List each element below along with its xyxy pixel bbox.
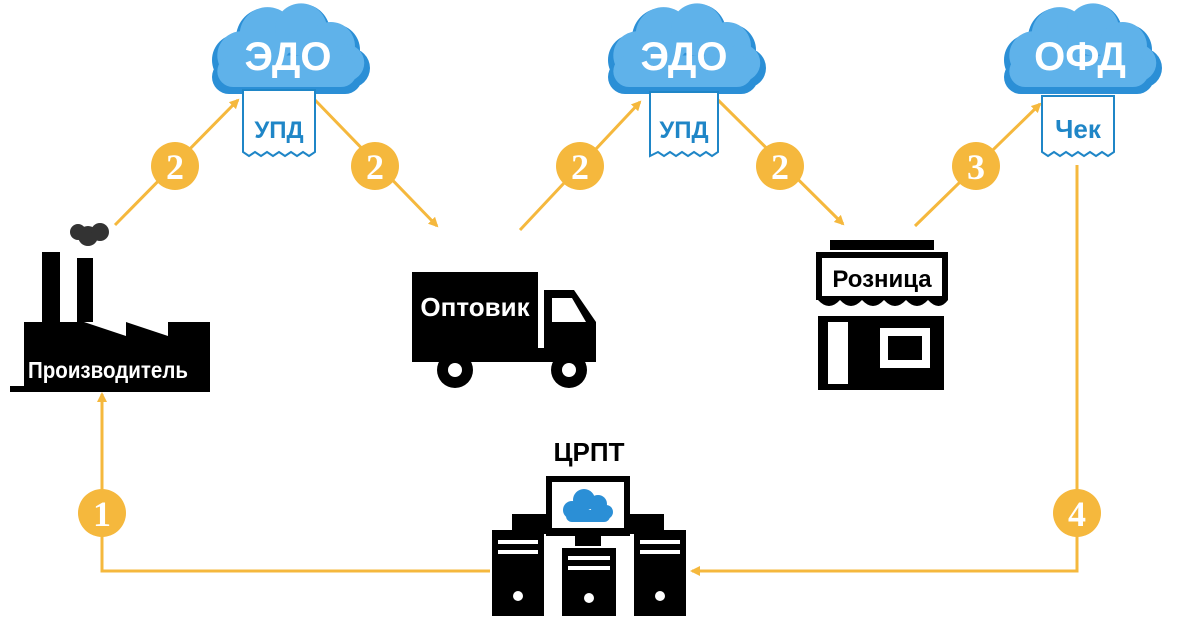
cloud-edo-2: ЭДО <box>608 3 766 94</box>
svg-text:2: 2 <box>571 147 589 187</box>
server-cloud-icon: ЦРПТ <box>492 437 686 616</box>
cloud-label: ОФД <box>1034 35 1126 79</box>
cloud-label: ЭДО <box>244 35 331 79</box>
svg-text:2: 2 <box>166 147 184 187</box>
svg-text:4: 4 <box>1068 494 1086 534</box>
arrow-ofd-to-crpt <box>690 165 1079 576</box>
step-circle: 2 <box>151 142 199 190</box>
svg-text:2: 2 <box>771 147 789 187</box>
arrow-crpt-to-producer <box>97 392 490 573</box>
producer-label: Производитель <box>28 357 188 383</box>
document-upd-1: УПД <box>242 89 316 158</box>
svg-text:3: 3 <box>967 147 985 187</box>
document-receipt: Чек <box>1041 95 1115 158</box>
step-circle: 1 <box>78 489 126 537</box>
retail-label: Розница <box>832 266 932 293</box>
truck-icon: Оптовик <box>412 272 596 388</box>
cloud-ofd: ОФД <box>1004 3 1162 94</box>
factory-icon: Производитель <box>10 223 210 392</box>
document-label: УПД <box>659 117 708 144</box>
document-upd-2: УПД <box>649 91 719 158</box>
step-circle: 3 <box>952 142 1000 190</box>
step-circles: 2 2 2 2 3 1 4 <box>78 142 1101 537</box>
wholesaler-label: Оптовик <box>420 292 530 322</box>
cloud-label: ЭДО <box>640 35 727 79</box>
step-circle: 2 <box>756 142 804 190</box>
shop-icon: Розница <box>816 240 948 390</box>
step-circle: 4 <box>1053 489 1101 537</box>
step-circle: 2 <box>351 142 399 190</box>
cloud-edo-1: ЭДО <box>212 3 370 94</box>
crpt-label: ЦРПТ <box>554 437 625 467</box>
document-label: Чек <box>1055 114 1102 144</box>
document-label: УПД <box>254 117 303 144</box>
svg-text:1: 1 <box>93 494 111 534</box>
step-circle: 2 <box>556 142 604 190</box>
svg-text:2: 2 <box>366 147 384 187</box>
